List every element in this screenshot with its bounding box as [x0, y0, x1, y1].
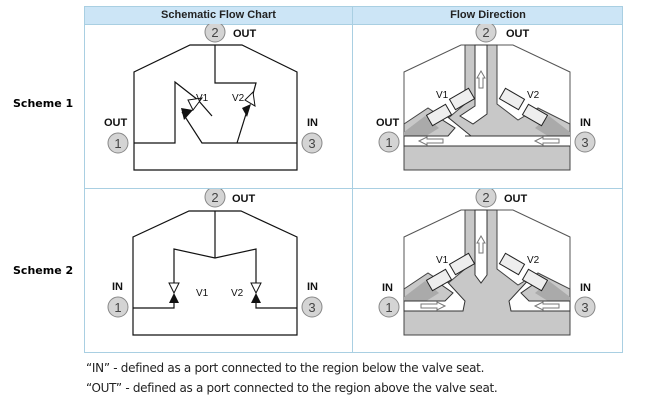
flow-arrow-up [476, 69, 486, 89]
port-2: 2 [204, 21, 226, 43]
port-1-role: OUT [376, 117, 400, 129]
port-3: 3 [301, 296, 323, 318]
port-2-role: OUT [232, 193, 256, 205]
port-1: 1 [107, 296, 129, 318]
header-flow-direction: Flow Direction [450, 9, 526, 21]
v1-label: V1 [436, 255, 449, 266]
v2-label: V2 [231, 288, 244, 299]
pipe-port3-to-v2 [255, 297, 297, 309]
port-3-role: IN [580, 282, 591, 294]
flow-arrow-left-1 [417, 136, 444, 146]
port-2: 2 [204, 186, 226, 208]
port-1: 1 [378, 296, 400, 318]
row-divider [85, 188, 622, 189]
body-outline [133, 44, 298, 144]
scheme-2-flow-direction: 2 OUT 1 IN 3 IN V1 V2 [353, 186, 623, 353]
port-3-number: 3 [308, 136, 315, 151]
v2-valve-assembly [498, 252, 549, 292]
v2-valve-seat-open [244, 90, 256, 107]
port-2-role: OUT [233, 28, 257, 40]
port-1-role: OUT [104, 117, 128, 129]
port-1-number: 1 [114, 136, 121, 151]
flow-arrow-left-3 [533, 136, 560, 146]
scheme-1-flow-diagram: 2 OUT 1 OUT 3 IN V1 V2 [376, 21, 596, 171]
v2-label: V2 [232, 93, 245, 104]
port-1-role: IN [382, 282, 393, 294]
pipe-port2-to-v2 [214, 45, 257, 95]
port-2-number: 2 [211, 25, 218, 40]
v1-valve-seat-closed [169, 293, 179, 303]
scheme-1-flow-direction: 2 OUT 1 OUT 3 IN V1 V2 [353, 21, 623, 188]
v2-valve-seat-closed [251, 293, 261, 303]
pipe-v2-lower [236, 113, 247, 144]
v1-valve-assembly [425, 252, 476, 292]
pipe-v1-branch [173, 248, 257, 287]
port-3-number: 3 [581, 300, 588, 315]
v1-label: V1 [196, 288, 209, 299]
port-3-role: IN [580, 117, 591, 129]
scheme-1-schematic: 2 OUT 1 OUT 3 IN V1 V2 [85, 21, 352, 188]
port-3-role: IN [307, 281, 318, 293]
port-1: 1 [107, 132, 129, 154]
bottom-pipe [132, 309, 298, 336]
header-schematic-flow-chart: Schematic Flow Chart [161, 9, 276, 21]
v2-valve-seat-open [250, 282, 262, 295]
v2-valve-seat-closed [242, 104, 251, 117]
port-2-number: 2 [211, 190, 218, 205]
pipe-port1-to-v1 [134, 80, 199, 144]
v1-valve-assembly [425, 87, 476, 127]
port-1-number: 1 [385, 135, 392, 150]
pipe-diagonal [181, 111, 297, 144]
port-3: 3 [301, 132, 323, 154]
port-3-number: 3 [308, 300, 315, 315]
scheme-2-schematic: 2 OUT 1 IN 3 IN V1 V2 [85, 186, 352, 353]
note-in-definition: “IN” - defined as a port connected to th… [86, 361, 485, 375]
bottom-pipe [133, 144, 298, 171]
flow-channel-right [465, 136, 570, 146]
port-3-number: 3 [581, 135, 588, 150]
pipe-port1-to-v1 [133, 297, 175, 309]
port-2-number: 2 [482, 190, 489, 205]
v2-valve-assembly [498, 87, 549, 127]
v2-label: V2 [527, 255, 540, 266]
v1-valve-seat-open [187, 97, 204, 111]
row-label-scheme-2: Scheme 2 [13, 264, 74, 277]
port-2-number: 2 [482, 25, 489, 40]
v2-label: V2 [527, 90, 540, 101]
flow-arrow-left-3 [533, 301, 560, 311]
scheme-2-schematic-diagram: 2 OUT 1 IN 3 IN V1 V2 [107, 186, 323, 336]
v1-label: V1 [196, 93, 209, 104]
v1-valve-seat-closed [181, 108, 193, 120]
v1-valve-seat-open [168, 282, 180, 295]
port-1-role: IN [112, 281, 123, 293]
port-2-role: OUT [506, 28, 530, 40]
scheme-table: Schematic Flow Chart Flow Direction 2 [84, 6, 623, 353]
flow-arrow-right-1 [420, 301, 447, 311]
port-2-role: OUT [504, 193, 528, 205]
column-divider [352, 7, 353, 352]
outlet-channel [459, 44, 488, 125]
flow-arrow-up [476, 234, 486, 254]
port-3: 3 [574, 296, 596, 318]
port-1: 1 [378, 131, 400, 153]
port-1-number: 1 [385, 300, 392, 315]
row-label-scheme-1: Scheme 1 [13, 97, 74, 110]
port-3-role: IN [307, 117, 318, 129]
port-2: 2 [475, 186, 497, 208]
port-2: 2 [475, 21, 497, 43]
table-header: Schematic Flow Chart Flow Direction [85, 7, 622, 25]
scheme-2-flow-diagram: 2 OUT 1 IN 3 IN V1 V2 [378, 186, 596, 336]
note-out-definition: “OUT” - defined as a port connected to t… [86, 381, 498, 395]
pipe-v1-to-port3 [197, 99, 213, 117]
port-1-number: 1 [114, 300, 121, 315]
v1-label: V1 [436, 90, 449, 101]
scheme-1-schematic-diagram: 2 OUT 1 OUT 3 IN V1 V2 [104, 21, 323, 171]
port-3: 3 [574, 131, 596, 153]
